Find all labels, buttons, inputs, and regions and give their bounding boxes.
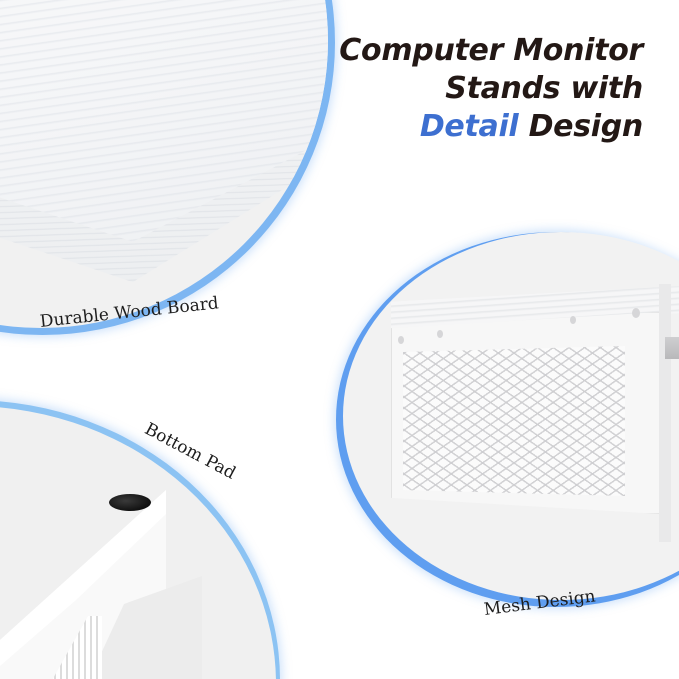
headline-line-3: Detail Design bbox=[339, 108, 643, 146]
headline-accent: Detail bbox=[419, 109, 519, 144]
wood-board-closeup bbox=[0, 0, 328, 328]
headline-line-2: Stands with bbox=[445, 71, 643, 106]
mesh-panel-closeup bbox=[343, 232, 679, 600]
screw-hole-icon bbox=[437, 330, 443, 338]
bottom-pad-closeup bbox=[0, 406, 276, 679]
screw-hole-icon bbox=[632, 308, 640, 318]
headline-rest: Design bbox=[518, 109, 644, 144]
mesh-grid bbox=[403, 346, 625, 496]
side-rail bbox=[665, 337, 679, 359]
headline: Computer Monitor Stands with Detail Desi… bbox=[339, 32, 643, 146]
rubber-pad-icon bbox=[109, 494, 151, 511]
screw-hole-icon bbox=[570, 316, 576, 324]
headline-line-1: Computer Monitor bbox=[339, 33, 643, 68]
screw-hole-icon bbox=[398, 336, 404, 344]
board-top-surface bbox=[0, 0, 328, 242]
leg-frame-side bbox=[659, 284, 671, 542]
